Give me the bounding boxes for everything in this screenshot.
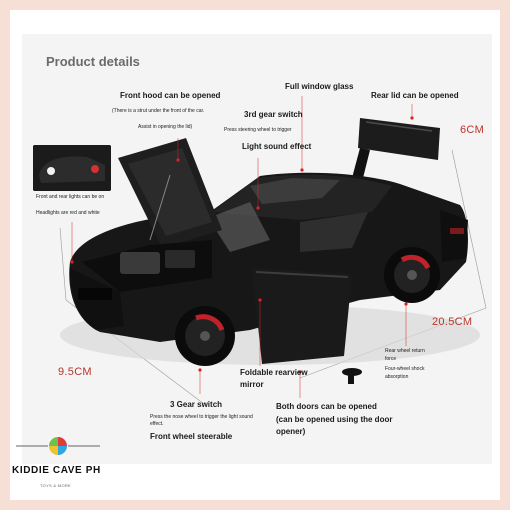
label-gear-switch-bottom: 3 Gear switch [170, 400, 223, 409]
brand-logo [12, 433, 104, 493]
door-opener-part [342, 368, 362, 384]
note-front-hood-1: (There is a strut under the front of the… [112, 108, 205, 114]
label-gear-switch-top: 3rd gear switch [244, 110, 303, 119]
page-title: Product details [46, 54, 140, 69]
label-doors-1: Both doors can be opened [276, 402, 377, 411]
label-front-hood: Front hood can be opened [120, 91, 221, 100]
label-doors-2: (can be opened using the door [276, 415, 393, 424]
note-gear-switch-top: Press steering wheel to trigger [224, 127, 292, 133]
side-window [300, 212, 368, 252]
brand-tagline: TOYS & MORE [40, 483, 72, 488]
leader-dots [70, 116, 414, 374]
label-rear-lid: Rear lid can be opened [371, 91, 459, 100]
note-gear-switch-bottom-2: effect. [150, 421, 164, 427]
leader-lines [71, 96, 413, 398]
rear-wheel [384, 247, 440, 303]
brand-name: KIDDIE CAVE PH [12, 465, 101, 476]
front-wheel [175, 306, 235, 366]
dimension-length: 20.5CM [432, 316, 473, 328]
note-gear-switch-bottom-1: Press the nose wheel to trigger the ligh… [150, 414, 253, 420]
label-front-wheel: Front wheel steerable [150, 432, 233, 441]
rear-lid [358, 118, 440, 160]
car-body [69, 172, 468, 342]
dimension-height: 6CM [460, 124, 485, 136]
label-full-window: Full window glass [285, 82, 354, 91]
sunroof-glass [250, 178, 340, 204]
note-rear-wheel-4: absorption [385, 374, 409, 380]
label-light-sound: Light sound effect [242, 142, 312, 151]
open-door [252, 268, 352, 364]
note-inset-2: Headlights are red and white [36, 210, 100, 216]
dimension-width: 9.5CM [58, 366, 92, 378]
label-mirror-2: mirror [240, 380, 264, 389]
note-rear-wheel-3: Four-wheel shock [385, 366, 425, 372]
windshield [208, 202, 270, 252]
note-rear-wheel-1: Rear wheel return [385, 348, 425, 354]
note-front-hood-2: Assist in opening the lid) [138, 124, 193, 130]
note-rear-wheel-2: force [385, 356, 397, 362]
label-doors-3: opener) [276, 427, 306, 436]
headlight-inset-photo [33, 145, 111, 191]
note-inset-1: Front and rear lights can be on [36, 194, 105, 200]
label-mirror-1: Foldable rearview [240, 368, 308, 377]
